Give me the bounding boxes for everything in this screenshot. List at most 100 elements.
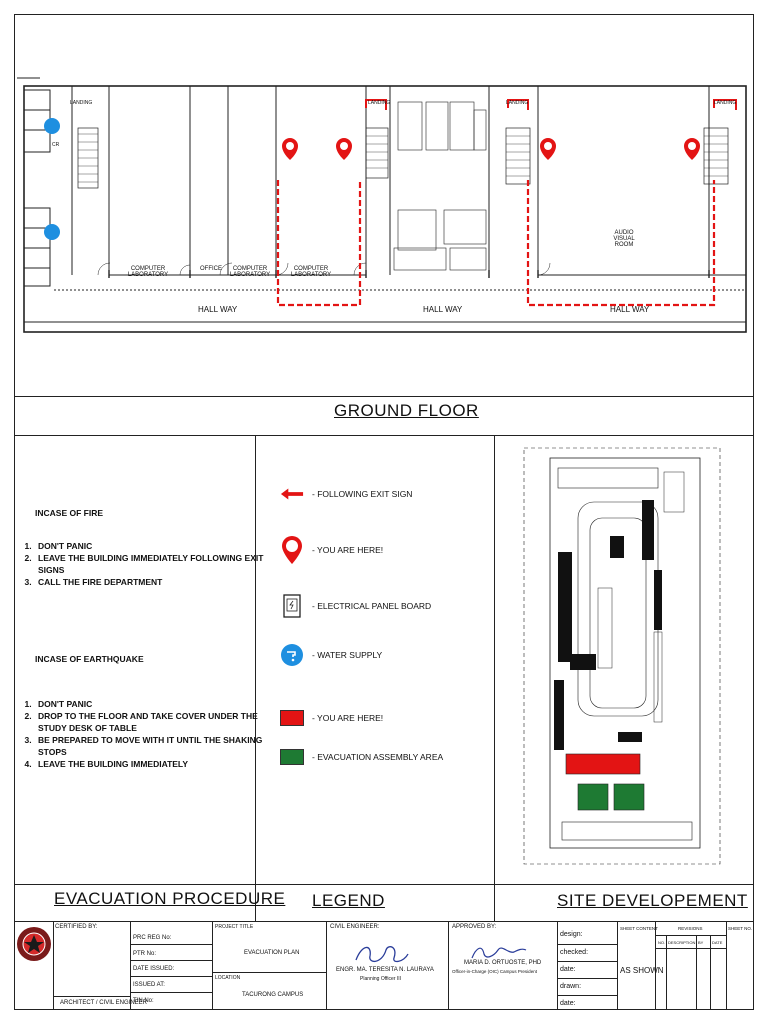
legend-label: - ELECTRICAL PANEL BOARD bbox=[312, 601, 432, 611]
red-square-icon bbox=[565, 753, 641, 775]
list-item: LEAVE THE BUILDING IMMEDIATELY bbox=[34, 758, 274, 770]
ptr-label: PTR No: bbox=[133, 951, 157, 957]
drawing-frame bbox=[14, 14, 754, 1010]
fire-steps: DON'T PANIC LEAVE THE BUILDING IMMEDIATE… bbox=[12, 540, 274, 588]
room-label: COMPUTER LABORATORY bbox=[127, 266, 169, 278]
divider bbox=[14, 435, 754, 436]
room-label: LANDING bbox=[368, 100, 391, 106]
divider bbox=[130, 992, 212, 993]
tin-label: TIN No: bbox=[133, 998, 154, 1004]
project-title: EVACUATION PLAN bbox=[244, 950, 300, 956]
room-label: COMPUTER LABORATORY bbox=[229, 266, 271, 278]
you-are-here-pin-icon bbox=[280, 536, 304, 564]
issued-at-label: ISSUED AT: bbox=[133, 982, 165, 988]
legend-row: - YOU ARE HERE! bbox=[280, 706, 383, 730]
list-item: CALL THE FIRE DEPARTMENT bbox=[34, 576, 274, 588]
divider bbox=[655, 921, 656, 1010]
list-item: DROP TO THE FLOOR AND TAKE COVER UNDER T… bbox=[34, 710, 274, 734]
legend-label: - WATER SUPPLY bbox=[312, 650, 383, 660]
engineer-signature bbox=[355, 946, 409, 963]
divider bbox=[666, 935, 667, 1010]
rev-col: DATE bbox=[712, 940, 723, 945]
legend-label: - EVACUATION ASSEMBLY AREA bbox=[312, 752, 444, 762]
room-label: LANDING bbox=[70, 100, 93, 106]
divider bbox=[710, 935, 711, 1010]
rev-col: DESCRIPTION bbox=[668, 940, 696, 945]
location-label: LOCATION bbox=[215, 975, 241, 981]
approver-role: Officer-in-Charge (OIC) Campus President bbox=[452, 969, 537, 974]
divider bbox=[212, 921, 213, 1010]
divider bbox=[14, 921, 754, 922]
divider bbox=[53, 996, 130, 997]
drawn-label: drawn: bbox=[560, 983, 582, 990]
sheet-no-label: SHEET NO. bbox=[728, 926, 753, 931]
approved-by-label: APPROVED BY: bbox=[452, 924, 497, 930]
legend-title: LEGEND bbox=[312, 891, 385, 910]
certified-by-label: CERTIFIED BY: bbox=[55, 924, 98, 930]
legend-row: - ELECTRICAL PANEL BOARD bbox=[280, 594, 431, 618]
divider bbox=[557, 978, 617, 979]
divider bbox=[14, 396, 754, 397]
quake-steps: DON'T PANIC DROP TO THE FLOOR AND TAKE C… bbox=[12, 698, 274, 770]
list-item: LEAVE THE BUILDING IMMEDIATELY FOLLOWING… bbox=[34, 552, 274, 576]
revisions-label: REVISIONS bbox=[678, 926, 703, 931]
hallway-label: HALL WAY bbox=[198, 305, 238, 314]
legend-row: - EVACUATION ASSEMBLY AREA bbox=[280, 745, 443, 769]
project-title-label: PROJECT TITLE bbox=[215, 924, 254, 930]
divider bbox=[130, 976, 212, 977]
legend-row: - YOU ARE HERE! bbox=[280, 536, 384, 564]
civil-engineer-name: ENGR. MA. TERESITA N. LAURAYA bbox=[336, 967, 434, 973]
procedure-title: EVACUATION PROCEDURE bbox=[54, 889, 286, 908]
divider bbox=[696, 935, 697, 1010]
green-square-icon bbox=[280, 745, 304, 769]
hallway-label: HALL WAY bbox=[610, 305, 650, 314]
room-label: LANDING bbox=[714, 100, 737, 106]
room-label: LANDING bbox=[506, 100, 529, 106]
location-value: TACURONG CAMPUS bbox=[242, 992, 304, 998]
divider bbox=[53, 921, 54, 1010]
divider bbox=[655, 948, 726, 949]
divider bbox=[255, 435, 256, 921]
school-seal-logo bbox=[17, 927, 51, 961]
site-development-map bbox=[523, 447, 721, 865]
date-issued-label: DATE ISSUED: bbox=[133, 966, 175, 972]
approver-name: MARIA D. ORTUOSTE, PHD bbox=[464, 960, 542, 966]
legend-row: - FOLLOWING EXIT SIGN bbox=[280, 482, 412, 506]
room-label: COMPUTER LABORATORY bbox=[290, 266, 332, 278]
checked-label: checked: bbox=[560, 949, 589, 956]
room-label: AUDIO VISUAL ROOM bbox=[613, 230, 635, 248]
green-square-icon bbox=[613, 783, 645, 811]
list-item: DON'T PANIC bbox=[34, 540, 274, 552]
civil-engineer-role: Planning Officer III bbox=[360, 976, 402, 982]
legend-row: - WATER SUPPLY bbox=[280, 643, 382, 667]
hallway-label: HALL WAY bbox=[423, 305, 463, 314]
divider bbox=[130, 960, 212, 961]
legend-label: - YOU ARE HERE! bbox=[312, 713, 384, 723]
divider bbox=[655, 935, 726, 936]
divider bbox=[14, 884, 754, 885]
divider bbox=[326, 921, 327, 1010]
list-item: BE PREPARED TO MOVE WITH IT UNTIL THE SH… bbox=[34, 734, 274, 758]
divider bbox=[494, 435, 495, 921]
rev-col: BY bbox=[698, 940, 704, 945]
exit-arrow-icon bbox=[280, 482, 304, 506]
divider bbox=[557, 921, 558, 1010]
divider bbox=[726, 921, 727, 1010]
date-label: date: bbox=[560, 966, 576, 973]
list-item: DON'T PANIC bbox=[34, 698, 274, 710]
room-label: CR bbox=[52, 142, 60, 148]
red-square-icon bbox=[280, 706, 304, 730]
legend-label: - YOU ARE HERE! bbox=[312, 545, 384, 555]
green-square-icon bbox=[577, 783, 609, 811]
floor-title: GROUND FLOOR bbox=[334, 401, 479, 420]
divider bbox=[448, 921, 449, 1010]
design-label: design: bbox=[560, 931, 583, 938]
quake-heading: INCASE OF EARTHQUAKE bbox=[35, 654, 144, 664]
divider bbox=[130, 944, 212, 945]
divider bbox=[557, 961, 617, 962]
room-label: OFFICE bbox=[200, 266, 222, 272]
divider bbox=[557, 944, 617, 945]
legend-label: - FOLLOWING EXIT SIGN bbox=[312, 489, 413, 499]
site-title: SITE DEVELOPEMENT bbox=[557, 891, 748, 910]
divider bbox=[212, 972, 326, 973]
